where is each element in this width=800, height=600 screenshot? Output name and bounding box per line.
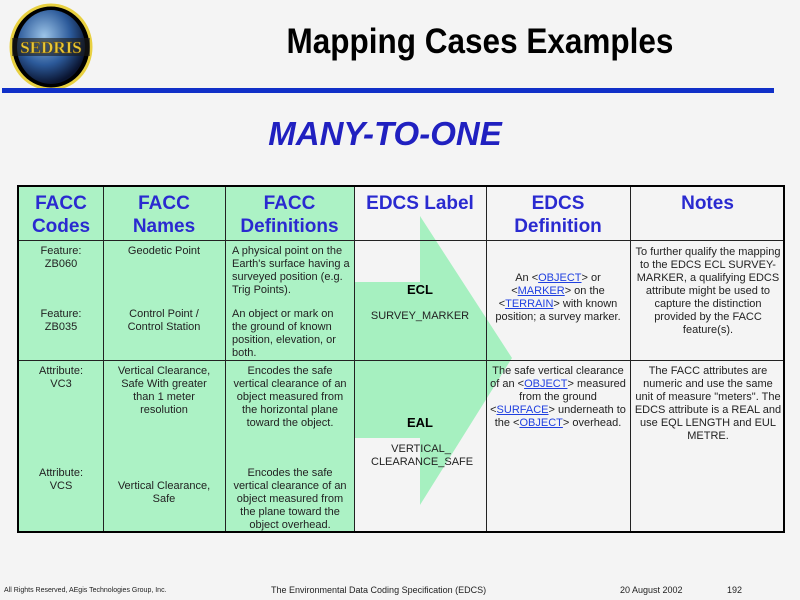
object-link[interactable]: OBJECT [519, 417, 563, 429]
date: 20 August 2002 [620, 585, 683, 595]
facc-definition: Encodes the safe vertical clearance of a… [233, 365, 347, 429]
svg-text:SEDRIS: SEDRIS [20, 38, 81, 57]
edcs-label: VERTICAL_ CLEARANCE_SAFE [371, 443, 474, 468]
facc-code: Attribute:VC3 [38, 365, 84, 390]
edcs-label: SURVEY_MARKER [370, 310, 470, 322]
document-name: The Environmental Data Coding Specificat… [271, 585, 487, 595]
notes: To further qualify the mapping to the ED… [635, 246, 781, 336]
object-link[interactable]: OBJECT [538, 272, 582, 284]
edcs-code: ECL [407, 282, 433, 297]
page-number: 192 [727, 585, 743, 595]
subtitle: MANY-TO-ONE [268, 115, 502, 152]
object-link[interactable]: OBJECT [524, 378, 568, 390]
page-title: Mapping Cases Examples [286, 22, 674, 61]
facc-name: Control Point / Control Station [127, 308, 201, 333]
marker-link[interactable]: MARKER [517, 285, 565, 297]
edcs-definition: An <OBJECT> or <MARKER> on the <TERRAIN>… [495, 272, 621, 323]
notes: The FACC attributes are numeric and use … [634, 365, 782, 442]
header-notes: Notes [681, 193, 734, 214]
copyright: All Rights Reserved, AEgis Technologies … [4, 587, 167, 594]
edcs-definition: The safe vertical clearance of an <OBJEC… [490, 365, 626, 429]
facc-name: Vertical Clearance, Safe [117, 480, 211, 505]
facc-code: Feature:ZB035 [40, 308, 82, 333]
facc-name: Geodetic Point [127, 245, 201, 257]
facc-name: Vertical Clearance, Safe With greater th… [117, 365, 211, 416]
terrain-link[interactable]: TERRAIN [505, 298, 554, 310]
facc-definition: An object or mark on the ground of known… [232, 308, 336, 359]
header-edcs-label: EDCS Label [366, 193, 474, 214]
facc-code: Attribute:VCS [38, 467, 84, 492]
facc-definition: Encodes the safe vertical clearance of a… [233, 467, 347, 531]
mapping-arrow-icon [354, 216, 512, 505]
title-divider [2, 88, 774, 93]
sedris-logo: SEDRIS [8, 2, 94, 126]
facc-definition: A physical point on the Earth's surface … [232, 245, 350, 296]
facc-columns-bg [19, 187, 354, 531]
facc-code: Feature:ZB060 [40, 245, 82, 270]
surface-link[interactable]: SURFACE [496, 404, 549, 416]
edcs-code: EAL [407, 415, 433, 430]
